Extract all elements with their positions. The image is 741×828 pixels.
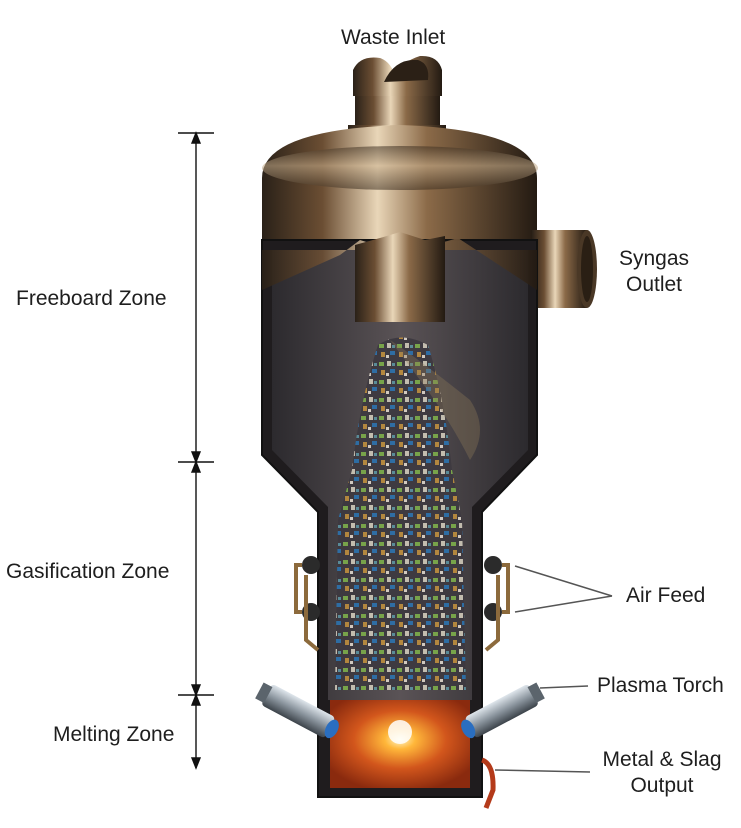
label-plasma-torch: Plasma Torch (597, 674, 724, 697)
label-syngas-outlet: Syngas Outlet (612, 246, 696, 298)
plasma-torches (255, 682, 545, 739)
slag-output-spout (480, 757, 496, 809)
label-waste-inlet: Waste Inlet (341, 26, 446, 49)
leader-lines (494, 565, 613, 773)
label-freeboard-zone: Freeboard Zone (16, 287, 167, 310)
waste-inlet-pipe (348, 55, 446, 137)
label-gasification-zone: Gasification Zone (6, 560, 170, 583)
inner-cone (262, 236, 537, 290)
zone-dimension-line (178, 131, 214, 770)
label-air-feed: Air Feed (626, 584, 706, 607)
inner-feed-tube (355, 232, 445, 322)
label-syngas-outlet-line1: Syngas (618, 247, 690, 270)
air-feed-nozzles (294, 556, 510, 652)
label-metal-slag-line1: Metal & Slag (602, 748, 722, 771)
label-metal-slag-output: Metal & Slag Output (594, 747, 730, 799)
syngas-outlet-pipe (532, 230, 597, 308)
label-metal-slag-line2: Output (630, 774, 694, 797)
label-melting-zone: Melting Zone (53, 723, 175, 746)
waste-material-bed (335, 337, 466, 690)
label-syngas-outlet-line2: Outlet (625, 273, 683, 296)
